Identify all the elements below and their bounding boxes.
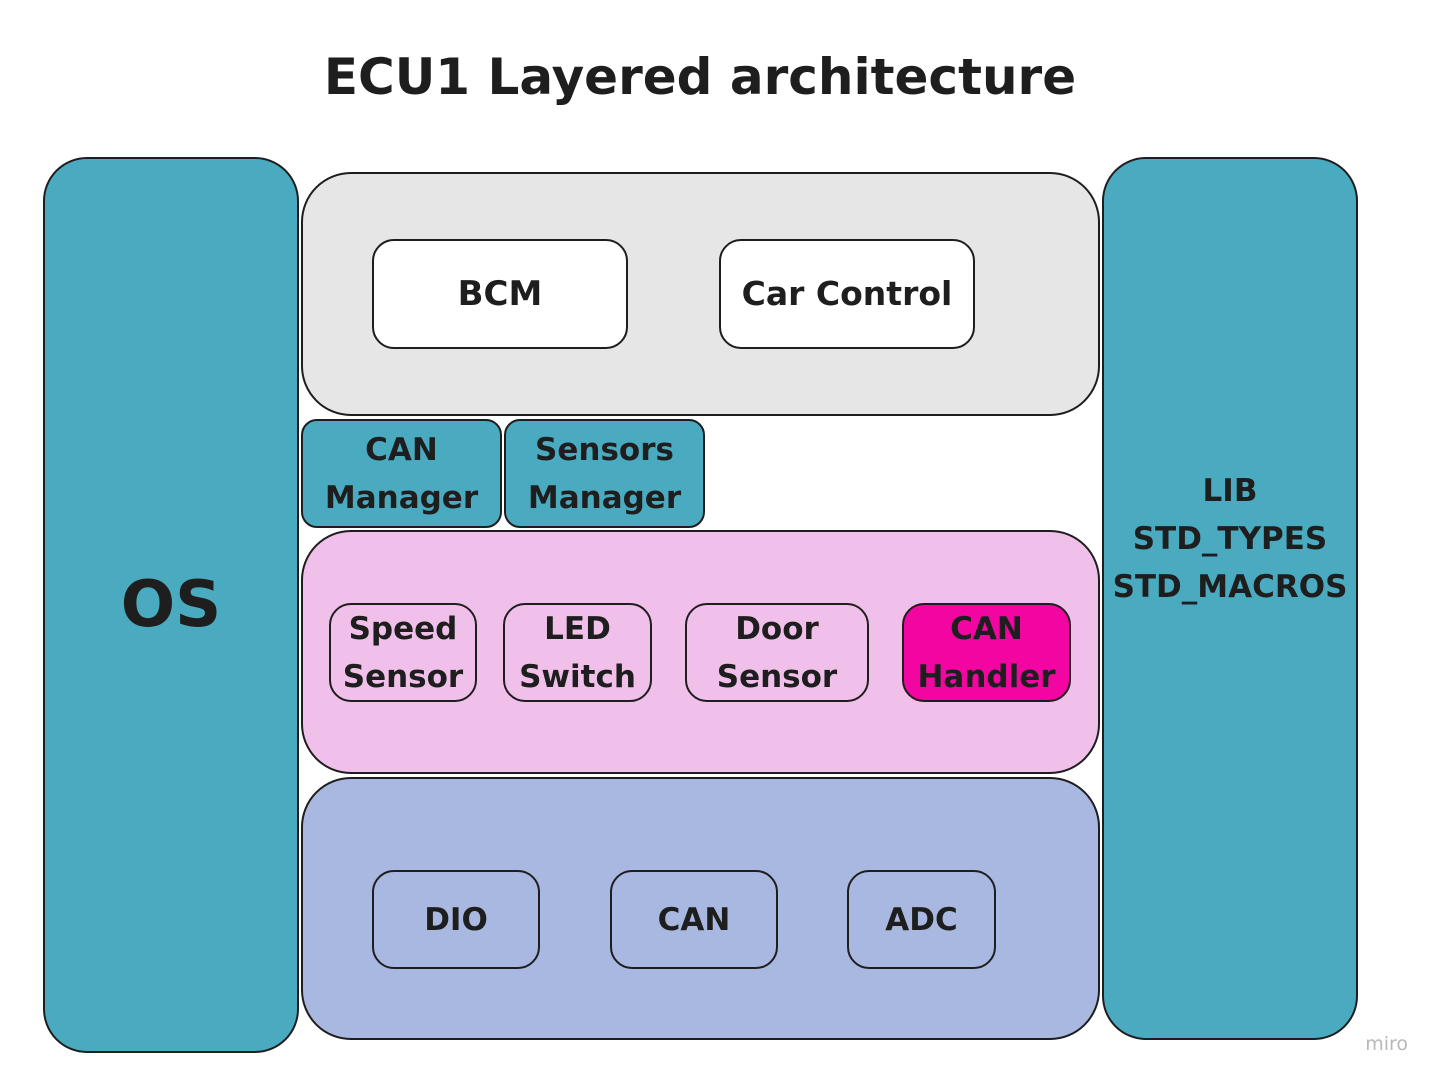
can-handler-module[interactable]: CAN Handler [902,603,1071,702]
dio-module[interactable]: DIO [372,870,540,969]
door-sensor-module[interactable]: Door Sensor [685,603,869,702]
bcm-label: BCM [457,274,543,314]
dio-label: DIO [424,901,488,938]
speed-sensor-label: Speed Sensor [342,610,464,695]
os-block[interactable]: OS [43,157,299,1053]
speed-sensor-module[interactable]: Speed Sensor [329,603,477,702]
adc-label: ADC [885,901,958,938]
bcm-module[interactable]: BCM [372,239,628,349]
can-manager-label: CAN Manager [324,431,479,516]
lib-label: LIB STD_TYPES STD_MACROS [1112,472,1348,605]
can-manager-module[interactable]: CAN Manager [301,419,502,528]
watermark: miro [1365,1033,1408,1055]
door-sensor-label: Door Sensor [716,610,838,695]
sensors-manager-label: Sensors Manager [527,431,682,516]
adc-module[interactable]: ADC [847,870,996,969]
can-handler-label: CAN Handler [917,610,1056,695]
can-module[interactable]: CAN [610,870,778,969]
diagram-title: ECU1 Layered architecture [323,48,1077,106]
lib-block[interactable]: LIB STD_TYPES STD_MACROS [1102,157,1358,1040]
can-label: CAN [657,901,731,938]
led-switch-module[interactable]: LED Switch [503,603,652,702]
os-label: OS [120,568,222,642]
led-switch-label: LED Switch [519,610,636,695]
sensors-manager-module[interactable]: Sensors Manager [504,419,705,528]
car-control-module[interactable]: Car Control [719,239,975,349]
car-control-label: Car Control [741,274,953,313]
